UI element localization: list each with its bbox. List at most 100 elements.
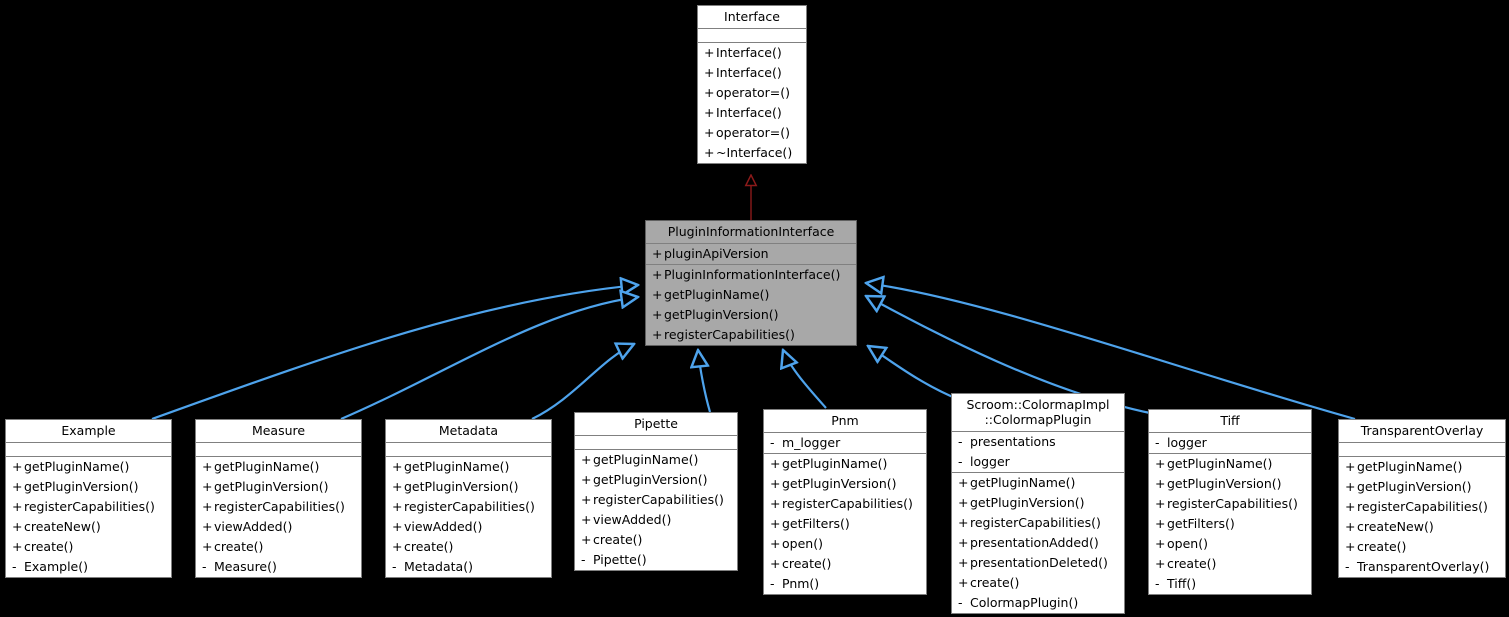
member-label: registerCapabilities() <box>1167 496 1298 511</box>
member-row[interactable]: -Measure() <box>196 557 361 577</box>
member-row[interactable]: +getPluginVersion() <box>646 305 856 325</box>
member-row[interactable]: +getPluginVersion() <box>575 470 737 490</box>
member-row[interactable]: +registerCapabilities() <box>764 494 926 514</box>
member-row[interactable]: +open() <box>1149 534 1311 554</box>
member-row[interactable]: +getPluginVersion() <box>386 477 551 497</box>
member-row[interactable]: -Example() <box>6 557 171 577</box>
member-label: open() <box>1167 536 1208 551</box>
member-row[interactable]: +getPluginName() <box>196 457 361 477</box>
member-row[interactable]: +open() <box>764 534 926 554</box>
member-row[interactable]: +create() <box>196 537 361 557</box>
member-row[interactable]: +create() <box>386 537 551 557</box>
class-node-pipette[interactable]: Pipette +getPluginName() +getPluginVersi… <box>574 412 738 571</box>
member-row[interactable]: +getFilters() <box>1149 514 1311 534</box>
member-row[interactable]: +getPluginName() <box>1339 457 1505 477</box>
member-row[interactable]: +Interface() <box>698 63 806 83</box>
member-row[interactable]: +~Interface() <box>698 143 806 163</box>
visibility-marker: + <box>392 539 403 554</box>
member-row[interactable]: -TransparentOverlay() <box>1339 557 1505 577</box>
member-label: create() <box>24 539 74 554</box>
class-node-measure[interactable]: Measure +getPluginName() +getPluginVersi… <box>195 419 362 578</box>
member-row[interactable]: +pluginApiVersion <box>646 244 856 264</box>
member-row[interactable]: +operator=() <box>698 83 806 103</box>
member-label: Pipette() <box>593 552 647 567</box>
attributes-section-pnm: -m_logger <box>764 433 926 454</box>
member-row[interactable]: +create() <box>6 537 171 557</box>
member-row[interactable]: +getPluginName() <box>764 454 926 474</box>
visibility-marker: + <box>202 459 213 474</box>
class-node-colormapplugin[interactable]: Scroom::ColormapImpl ::ColormapPlugin -p… <box>951 393 1125 614</box>
member-row[interactable]: -ColormapPlugin() <box>952 593 1124 613</box>
member-row[interactable]: -logger <box>952 452 1124 472</box>
class-node-example[interactable]: Example +getPluginName() +getPluginVersi… <box>5 419 172 578</box>
member-row[interactable]: +getPluginName() <box>1149 454 1311 474</box>
member-row[interactable]: +registerCapabilities() <box>646 325 856 345</box>
member-row[interactable]: +getPluginVersion() <box>952 493 1124 513</box>
class-node-transparentoverlay[interactable]: TransparentOverlay +getPluginName() +get… <box>1338 419 1506 578</box>
member-row[interactable]: +getPluginName() <box>386 457 551 477</box>
member-label: getPluginVersion() <box>782 476 897 491</box>
member-row[interactable]: -Pnm() <box>764 574 926 594</box>
member-row[interactable]: -Metadata() <box>386 557 551 577</box>
member-row[interactable]: +create() <box>952 573 1124 593</box>
member-label: getFilters() <box>1167 516 1235 531</box>
member-row[interactable]: +Interface() <box>698 103 806 123</box>
member-row[interactable]: +registerCapabilities() <box>196 497 361 517</box>
methods-section-plugininformationinterface: +PluginInformationInterface() +getPlugin… <box>646 265 856 345</box>
member-row[interactable]: +viewAdded() <box>575 510 737 530</box>
member-row[interactable]: +Interface() <box>698 43 806 63</box>
member-label: registerCapabilities() <box>214 499 345 514</box>
member-row[interactable]: +registerCapabilities() <box>1339 497 1505 517</box>
member-row[interactable]: +getPluginName() <box>952 473 1124 493</box>
member-row[interactable]: +getPluginVersion() <box>6 477 171 497</box>
member-row[interactable]: +create() <box>1339 537 1505 557</box>
member-row[interactable]: +presentationDeleted() <box>952 553 1124 573</box>
methods-section-colormapplugin: +getPluginName() +getPluginVersion() +re… <box>952 473 1124 613</box>
class-title-plugininformationinterface: PluginInformationInterface <box>646 221 856 244</box>
class-node-pnm[interactable]: Pnm -m_logger +getPluginName() +getPlugi… <box>763 409 927 595</box>
member-label: PluginInformationInterface() <box>664 267 841 282</box>
class-node-tiff[interactable]: Tiff -logger +getPluginName() +getPlugin… <box>1148 409 1312 595</box>
member-row[interactable]: -logger <box>1149 433 1311 453</box>
visibility-marker: + <box>958 495 969 510</box>
member-label: TransparentOverlay() <box>1357 559 1490 574</box>
visibility-marker: + <box>704 145 715 160</box>
member-row[interactable]: +getPluginName() <box>646 285 856 305</box>
member-row[interactable]: +getPluginName() <box>575 450 737 470</box>
member-row[interactable]: +getPluginVersion() <box>764 474 926 494</box>
member-row[interactable]: +getFilters() <box>764 514 926 534</box>
member-row[interactable]: -Tiff() <box>1149 574 1311 594</box>
member-row[interactable]: +getPluginName() <box>6 457 171 477</box>
member-row[interactable]: +viewAdded() <box>386 517 551 537</box>
member-row[interactable]: +registerCapabilities() <box>386 497 551 517</box>
member-row[interactable]: +getPluginVersion() <box>196 477 361 497</box>
member-row[interactable]: +createNew() <box>1339 517 1505 537</box>
member-row[interactable]: +registerCapabilities() <box>952 513 1124 533</box>
member-row[interactable]: +operator=() <box>698 123 806 143</box>
member-row[interactable]: +viewAdded() <box>196 517 361 537</box>
member-row[interactable]: +registerCapabilities() <box>1149 494 1311 514</box>
member-row[interactable]: +registerCapabilities() <box>6 497 171 517</box>
member-row[interactable]: +getPluginVersion() <box>1149 474 1311 494</box>
class-node-plugininformationinterface[interactable]: PluginInformationInterface +pluginApiVer… <box>645 220 857 346</box>
visibility-marker: - <box>12 559 17 574</box>
methods-section-measure: +getPluginName() +getPluginVersion() +re… <box>196 457 361 577</box>
class-node-metadata[interactable]: Metadata +getPluginName() +getPluginVers… <box>385 419 552 578</box>
member-row[interactable]: +presentationAdded() <box>952 533 1124 553</box>
class-title-metadata: Metadata <box>386 420 551 443</box>
attributes-section-interface <box>698 29 806 43</box>
member-row[interactable]: +create() <box>764 554 926 574</box>
member-row[interactable]: +create() <box>1149 554 1311 574</box>
member-row[interactable]: +create() <box>575 530 737 550</box>
member-row[interactable]: -Pipette() <box>575 550 737 570</box>
member-row[interactable]: +registerCapabilities() <box>575 490 737 510</box>
class-title-transparentoverlay: TransparentOverlay <box>1339 420 1505 443</box>
member-row[interactable]: +PluginInformationInterface() <box>646 265 856 285</box>
edge-metadata <box>531 344 634 420</box>
member-row[interactable]: -m_logger <box>764 433 926 453</box>
class-node-interface[interactable]: Interface +Interface() +Interface() +ope… <box>697 5 807 164</box>
member-label: Interface() <box>716 45 782 60</box>
member-row[interactable]: -presentations <box>952 432 1124 452</box>
member-row[interactable]: +getPluginVersion() <box>1339 477 1505 497</box>
member-row[interactable]: +createNew() <box>6 517 171 537</box>
